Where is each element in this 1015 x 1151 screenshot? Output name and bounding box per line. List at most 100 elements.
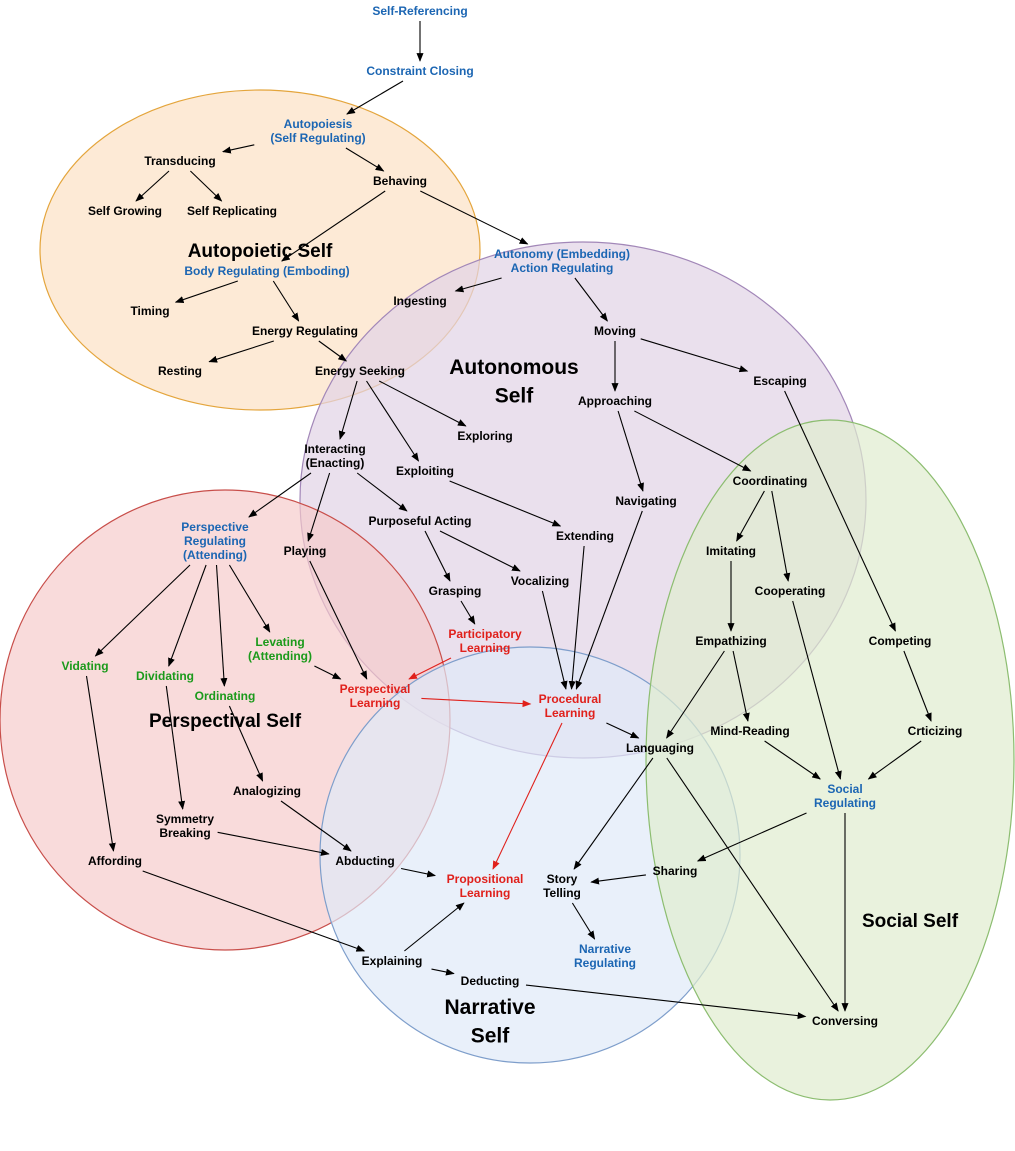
edge-purposeful-acting-to-grasping [424, 530, 451, 582]
node-resting: Resting [158, 364, 202, 378]
edge-navigating-to-procedural-learning [575, 510, 643, 690]
edge-moving-to-escaping [640, 338, 749, 373]
region-shapes [0, 89, 1015, 1101]
edge-sharing-to-story-telling [590, 874, 646, 885]
edge-approaching-to-coordinating [634, 410, 752, 472]
edge-energy-seeking-to-exploiting [366, 380, 419, 462]
node-ingesting: Ingesting [393, 294, 446, 308]
node-constraint-closing: Constraint Closing [366, 64, 473, 78]
node-transducing: Transducing [144, 154, 215, 168]
edge-grasping-to-participatory-learning [460, 600, 476, 625]
edge-cooperating-to-social-regulating [792, 600, 842, 780]
edge-perspectival-learning-to-procedural-learning [421, 697, 532, 708]
perspectival-self-title: Perspectival Self [149, 711, 302, 732]
node-ordinating: Ordinating [195, 689, 256, 703]
edge-coordinating-to-cooperating [771, 490, 791, 582]
node-escaping: Escaping [753, 374, 806, 388]
node-navigating: Navigating [615, 494, 676, 508]
edge-perspective-regulating-to-dividating [168, 564, 207, 667]
node-sharing: Sharing [653, 864, 698, 878]
node-self-replicating: Self Replicating [187, 204, 277, 218]
edge-levating-to-perspectival-learning [314, 665, 342, 680]
node-extending: Extending [556, 529, 614, 543]
autopoietic-self-title: Autopoietic Self [188, 241, 333, 262]
edge-autonomy-to-ingesting [454, 277, 502, 293]
edge-purposeful-acting-to-vocalizing [439, 530, 521, 572]
edge-vocalizing-to-procedural-learning [541, 590, 568, 690]
node-analogizing: Analogizing [233, 784, 301, 798]
edge-criticizing-to-social-regulating [867, 740, 922, 780]
edge-languaging-to-story-telling [573, 757, 654, 870]
edge-energy-seeking-to-interacting [338, 380, 358, 440]
edge-body-regulating-to-energy-regulating [272, 280, 300, 322]
node-abducting: Abducting [335, 854, 394, 868]
edge-extending-to-procedural-learning [568, 545, 585, 690]
edge-social-regulating-to-sharing [696, 812, 807, 862]
edge-empathizing-to-mind-reading [732, 650, 750, 722]
edge-interacting-to-purposeful-acting [356, 472, 408, 512]
node-self-growing: Self Growing [88, 204, 162, 218]
node-purposeful-acting: Purposeful Acting [369, 514, 472, 528]
edge-autonomy-to-moving [574, 277, 608, 322]
edge-transducing-to-self-replicating [190, 170, 223, 202]
node-autopoiesis: Autopoiesis(Self Regulating) [270, 117, 365, 145]
node-playing: Playing [284, 544, 327, 558]
edge-languaging-to-conversing [666, 757, 839, 1012]
node-explaining: Explaining [362, 954, 423, 968]
node-empathizing: Empathizing [695, 634, 766, 648]
edge-procedural-learning-to-propositional-learning [492, 722, 563, 870]
node-autonomy: Autonomy (Embedding)Action Regulating [494, 247, 630, 275]
node-approaching: Approaching [578, 394, 652, 408]
node-interacting: Interacting(Enacting) [304, 442, 365, 470]
edge-interacting-to-perspective-regulating [248, 472, 312, 518]
edge-approaching-to-navigating [617, 410, 644, 492]
edge-vidating-to-affording [85, 675, 116, 852]
node-grasping: Grasping [429, 584, 482, 598]
edge-autopoiesis-to-behaving [345, 147, 385, 172]
node-competing: Competing [869, 634, 932, 648]
edge-competing-to-criticizing [903, 650, 932, 722]
edge-dividating-to-symmetry-breaking [165, 685, 186, 810]
edge-playing-to-perspectival-learning [309, 560, 368, 680]
node-vocalizing: Vocalizing [511, 574, 569, 588]
node-languaging: Languaging [626, 741, 694, 755]
node-criticizing: Crticizing [908, 724, 963, 738]
node-energy-seeking: Energy Seeking [315, 364, 405, 378]
edge-perspective-regulating-to-levating [228, 564, 271, 633]
node-conversing: Conversing [812, 1014, 878, 1028]
edge-autopoiesis-to-transducing [222, 144, 255, 154]
node-vidating: Vidating [61, 659, 108, 673]
edge-symmetry-breaking-to-abducting [217, 831, 330, 856]
edge-explaining-to-deducting [431, 968, 455, 976]
edge-mind-reading-to-social-regulating [764, 740, 821, 780]
node-deducting: Deducting [461, 974, 520, 988]
node-energy-regulating: Energy Regulating [252, 324, 358, 338]
edge-exploiting-to-extending [449, 480, 562, 527]
node-affording: Affording [88, 854, 142, 868]
node-cooperating: Cooperating [755, 584, 826, 598]
edge-constraint-closing-to-autopoiesis [346, 80, 404, 115]
node-moving: Moving [594, 324, 636, 338]
edges-layer [85, 21, 932, 1020]
edge-ordinating-to-analogizing [228, 705, 264, 782]
edge-story-telling-to-narrative-regulating [571, 902, 596, 940]
node-exploiting: Exploiting [396, 464, 454, 478]
edge-analogizing-to-abducting [280, 800, 352, 852]
node-exploring: Exploring [457, 429, 512, 443]
social-self-title: Social Self [862, 911, 959, 932]
social-self-region [645, 419, 1015, 1101]
edge-abducting-to-propositional-learning [400, 867, 436, 878]
